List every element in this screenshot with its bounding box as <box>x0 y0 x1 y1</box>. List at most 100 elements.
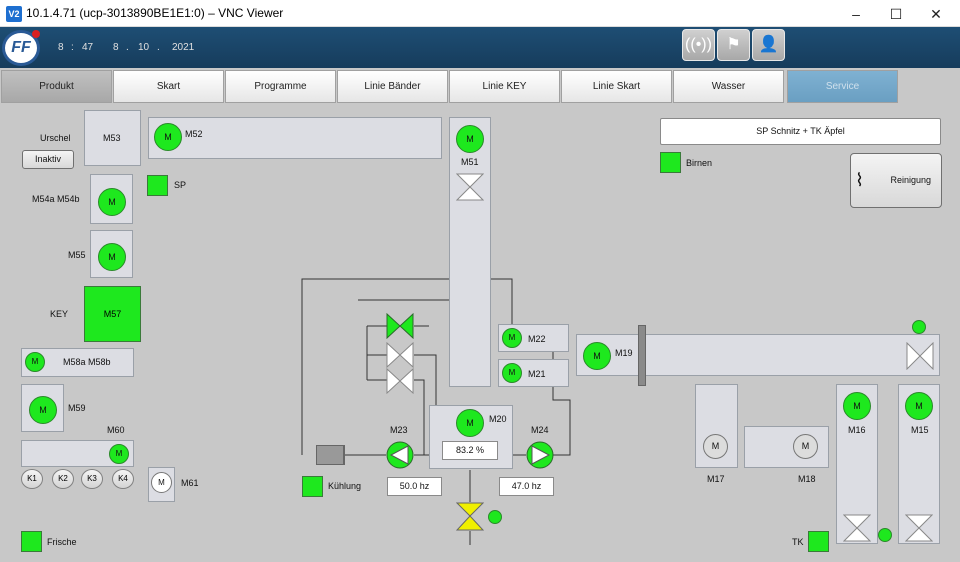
m51-label: M51 <box>461 157 479 167</box>
m24-pump[interactable] <box>526 441 554 469</box>
k2-button[interactable]: K2 <box>52 469 74 489</box>
tab-programme[interactable]: Programme <box>225 70 336 103</box>
kuehlung-label: Kühlung <box>328 481 362 491</box>
m59-motor[interactable]: M <box>29 396 57 424</box>
m19-gate <box>638 325 646 386</box>
tab-service[interactable]: Service <box>787 70 898 103</box>
birnen-indicator[interactable] <box>660 152 681 173</box>
m22-label: M22 <box>528 334 546 344</box>
m51-motor[interactable]: M <box>456 125 484 153</box>
outlet-status-dot <box>488 510 502 524</box>
m54-label: M54a M54b <box>32 194 80 204</box>
m16-status-dot <box>878 528 892 542</box>
m58-motor[interactable]: M <box>25 352 45 372</box>
k4-button[interactable]: K4 <box>112 469 134 489</box>
alarm-button[interactable]: ((•)) <box>682 29 715 61</box>
product-name-field[interactable]: SP Schnitz + TK Äpfel <box>660 118 941 145</box>
logo-dot <box>32 30 40 38</box>
ff-logo: FF <box>2 30 40 66</box>
frische-indicator[interactable] <box>21 531 42 552</box>
clock-month: 10 <box>138 42 150 53</box>
key-label: KEY <box>50 309 69 319</box>
clock-sep: : <box>71 42 74 53</box>
m20-label: M20 <box>489 414 507 424</box>
valve-closed[interactable] <box>386 342 414 368</box>
m23-label: M23 <box>390 425 408 435</box>
k3-button[interactable]: K3 <box>81 469 103 489</box>
outlet-valve[interactable] <box>456 502 484 531</box>
m51-valve[interactable] <box>456 173 484 201</box>
kuehlung-indicator[interactable] <box>302 476 323 497</box>
clock-hour: 8 <box>58 42 64 53</box>
m53-label: M53 <box>103 133 121 143</box>
m16-valve[interactable] <box>843 514 871 542</box>
m20-motor[interactable]: M <box>456 409 484 437</box>
birnen-label: Birnen <box>686 158 713 168</box>
alarm-icon: ((•)) <box>685 36 712 53</box>
user-button[interactable]: 👤 <box>752 29 785 61</box>
pipe-line <box>414 379 425 455</box>
m60-motor[interactable]: M <box>109 444 129 464</box>
flag-button[interactable]: ⚑ <box>717 29 750 61</box>
reinigung-button[interactable]: ⌇ Reinigung <box>850 153 942 208</box>
m20-level-value: 83.2 % <box>442 441 498 460</box>
tab-linie-key[interactable]: Linie KEY <box>449 70 560 103</box>
tk-indicator[interactable] <box>808 531 829 552</box>
maximize-button[interactable]: ☐ <box>889 6 903 22</box>
tab-linie-baender[interactable]: Linie Bänder <box>337 70 448 103</box>
m19-conveyor <box>576 334 940 376</box>
m23-pump[interactable] <box>386 441 414 469</box>
m57-block[interactable]: M57 <box>84 286 141 342</box>
window-title: 10.1.4.71 (ucp-3013890BE1E1:0) – VNC Vie… <box>26 6 284 20</box>
cooler <box>316 445 344 465</box>
m15-valve[interactable] <box>905 514 933 542</box>
m17-label: M17 <box>707 474 725 484</box>
m15-label: M15 <box>911 425 929 435</box>
m17-motor[interactable]: M <box>703 434 728 459</box>
m21-motor[interactable]: M <box>502 363 522 383</box>
m18-motor[interactable]: M <box>793 434 818 459</box>
m61-motor[interactable]: M <box>151 472 172 493</box>
m53-box <box>84 110 141 166</box>
valve-open[interactable] <box>386 313 414 339</box>
k1-button[interactable]: K1 <box>21 469 43 489</box>
clock-minute: 47 <box>82 42 94 53</box>
m61-label: M61 <box>181 478 199 488</box>
tk-label: TK <box>792 537 804 547</box>
m52-label: M52 <box>185 129 203 139</box>
minimize-button[interactable]: – <box>852 6 860 22</box>
frische-label: Frische <box>47 537 77 547</box>
m24-frequency: 47.0 hz <box>499 477 554 496</box>
tab-produkt[interactable]: Produkt <box>1 70 112 103</box>
m19-valve[interactable] <box>906 342 934 370</box>
clock-year: 2021 <box>172 42 195 53</box>
m18-label: M18 <box>798 474 816 484</box>
clock-day: 8 <box>113 42 119 53</box>
valve-closed[interactable] <box>386 368 414 394</box>
clock-dot: . <box>126 42 129 53</box>
tab-linie-skart[interactable]: Linie Skart <box>561 70 672 103</box>
tab-wasser[interactable]: Wasser <box>673 70 784 103</box>
cooler-divider <box>344 445 345 465</box>
m54-motor[interactable]: M <box>98 188 126 216</box>
close-button[interactable]: ✕ <box>930 6 942 22</box>
m19-status-dot <box>912 320 926 334</box>
m16-motor[interactable]: M <box>843 392 871 420</box>
hmi-header <box>0 27 960 68</box>
m19-motor[interactable]: M <box>583 342 611 370</box>
m22-motor[interactable]: M <box>502 328 522 348</box>
sp-label: SP <box>174 180 187 190</box>
m21-label: M21 <box>528 369 546 379</box>
tab-skart[interactable]: Skart <box>113 70 224 103</box>
m52-motor[interactable]: M <box>154 123 182 151</box>
m55-motor[interactable]: M <box>98 243 126 271</box>
pipe-line <box>301 278 513 455</box>
vnc-logo-icon: V2 <box>6 6 22 22</box>
reinigung-label: Reinigung <box>890 175 931 185</box>
m51-conveyor <box>449 117 491 387</box>
inaktiv-button[interactable]: Inaktiv <box>22 150 74 169</box>
urschel-label: Urschel <box>40 133 71 143</box>
flag-icon: ⚑ <box>726 36 741 53</box>
m15-motor[interactable]: M <box>905 392 933 420</box>
sp-indicator[interactable] <box>147 175 168 196</box>
